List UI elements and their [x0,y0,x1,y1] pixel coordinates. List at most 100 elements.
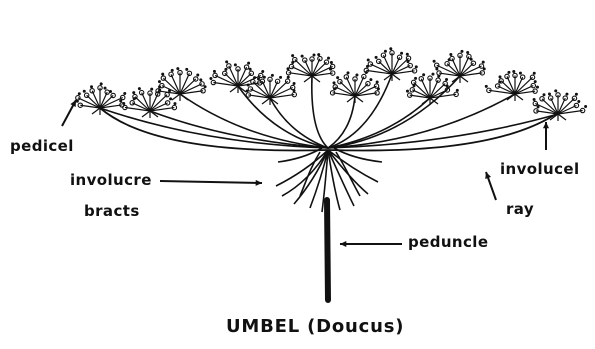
flower-dot [483,67,486,70]
flower-dot [536,86,539,89]
flower-dot [384,50,387,53]
flower-dot [171,69,174,72]
flower-dot [293,82,296,85]
flower-dot [100,82,103,85]
rays-drawing [100,74,558,151]
flower-dot [168,89,171,92]
flower-dot [482,61,485,64]
flower-dot [542,93,545,96]
flower-dot [415,65,418,68]
peduncle-stem [327,200,328,300]
label-involucel: involucel [500,162,580,177]
flower-dot [336,76,339,79]
flower-dot [369,78,372,81]
flower-dot [435,63,439,67]
flower-dot [161,73,164,76]
flower-dot [185,68,188,71]
flower-dot [224,68,227,71]
ray-arrow-head [485,172,491,179]
flower-dot [287,76,290,79]
flower-dot [411,80,415,84]
flower-dot [173,102,176,105]
flower-dot [377,59,381,63]
flower-dot [199,78,202,81]
flower-dot [534,80,537,83]
flower-dot [389,47,392,50]
flower-dot [433,60,436,63]
flower-dot [422,73,425,76]
ray-line [312,76,328,148]
flower-dot [512,70,515,73]
flower-dot [263,76,266,79]
flower-dot [213,70,216,73]
flower-dot [257,77,260,80]
flower-dot [498,75,501,78]
flower-dot [533,72,536,75]
ray-line [328,114,558,148]
flower-dot [431,73,434,76]
flower-dot [449,53,452,56]
flower-dot [577,100,580,103]
flower-dot [507,71,510,74]
involucel-bract [230,86,246,93]
involucel-bract [262,98,278,105]
ray-line [328,96,355,148]
flower-dot [377,87,380,90]
flower-dot [575,93,578,96]
flower-dot [196,73,199,76]
label-bracts: bracts [84,204,140,219]
flower-dot [301,55,304,58]
flower-dot [414,77,417,80]
flower-dot [470,58,473,61]
flower-dot [291,54,294,57]
flower-dot [261,70,264,73]
flower-dot [347,71,350,74]
involucre-arrow [160,181,262,183]
flower-dot [406,60,409,63]
flower-dot [119,99,122,102]
flower-dot [519,72,522,75]
flower-dot [78,92,81,95]
flower-dot [150,88,153,91]
flower-dot [367,59,370,62]
diagram-caption: UMBEL (Doucus) [226,318,404,336]
label-ray: ray [506,202,534,217]
flower-dot [279,76,282,79]
flower-dot [406,90,409,93]
flower-dot [158,89,161,92]
flower-dot [355,73,358,76]
flower-dot [548,92,551,95]
flower-dot [105,90,109,94]
involucel-bract [92,108,108,115]
flower-dot [204,85,207,88]
flower-dot [327,57,330,60]
involucel-bract [384,74,400,81]
involucel-bract [172,94,188,101]
flower-dot [419,77,423,81]
flower-dot [247,62,250,65]
flower-dot [176,67,179,70]
flower-dot [83,90,86,93]
flower-dot [485,85,488,88]
umbellets-drawing [76,47,587,121]
involucel-bract [507,94,523,101]
flower-dot [293,57,297,61]
label-peduncle: peduncle [408,235,488,250]
flower-dot [333,81,336,84]
flower-dot [466,51,469,54]
flower-dot [90,85,93,88]
involucel-bract [347,96,363,103]
flower-dot [446,84,449,87]
flower-dot [410,88,414,92]
ray-line [180,94,328,148]
flower-dot [406,53,409,56]
flower-dot [330,61,333,64]
flower-dot [505,74,509,78]
flower-dot [123,92,126,95]
flower-dot [249,68,252,71]
flower-dot [169,97,172,100]
flower-dot [584,105,587,108]
flower-dot [289,64,293,68]
flower-dot [225,60,228,63]
